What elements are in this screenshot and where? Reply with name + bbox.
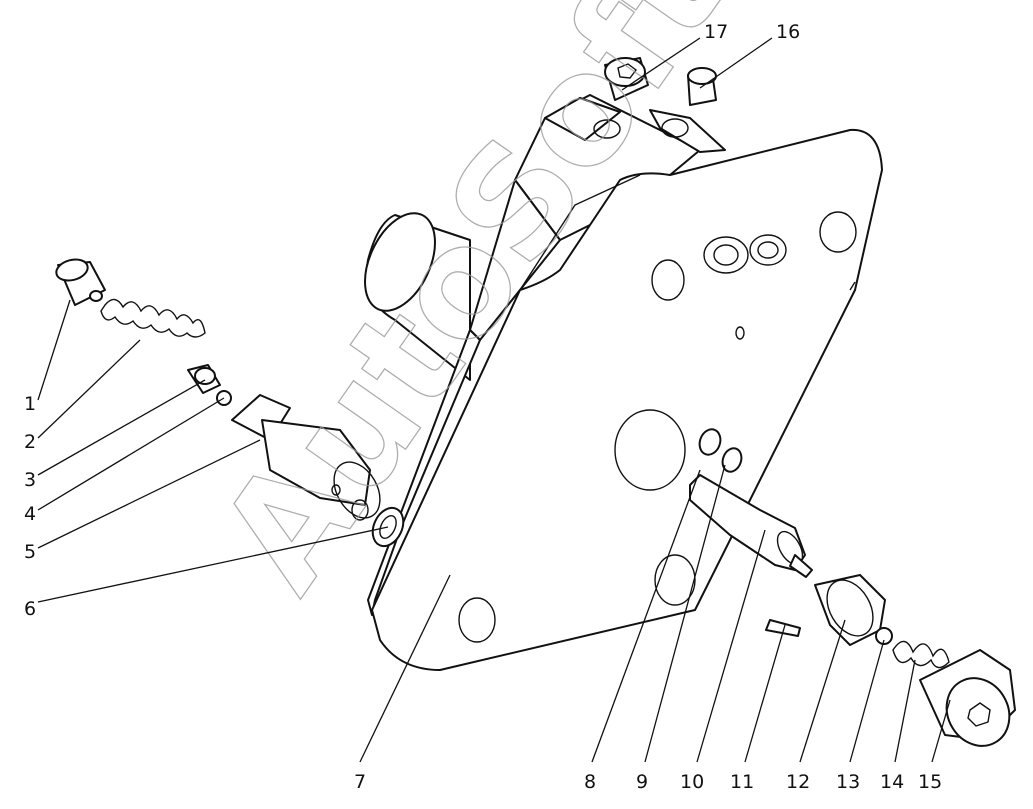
callout-11: 11	[730, 771, 754, 793]
callout-numbers: 1 2 3 4 5 6 7 8 9 10 11 12 13 14 15 16 1…	[24, 21, 942, 793]
callout-3: 3	[24, 469, 36, 491]
pin	[765, 619, 801, 637]
callout-8: 8	[584, 771, 596, 793]
callout-1: 1	[24, 393, 36, 415]
o-rings-right	[698, 428, 743, 473]
callout-17: 17	[704, 21, 728, 43]
callout-9: 9	[636, 771, 648, 793]
adjusting-screw	[55, 258, 106, 306]
callout-12: 12	[786, 771, 810, 793]
spring-right	[892, 640, 950, 669]
callout-13: 13	[836, 771, 860, 793]
callout-16: 16	[776, 21, 800, 43]
callout-5: 5	[24, 541, 36, 563]
callout-6: 6	[24, 598, 36, 620]
leader-lines	[37, 37, 951, 763]
spool	[689, 474, 813, 578]
retainer	[814, 574, 886, 646]
callout-4: 4	[24, 503, 36, 525]
plug-top-small	[687, 67, 717, 106]
plug-top-large	[604, 57, 649, 101]
callout-10: 10	[680, 771, 704, 793]
valve-seat-nut	[231, 394, 381, 521]
callout-14: 14	[880, 771, 904, 793]
callout-2: 2	[24, 431, 36, 453]
ball-right	[875, 627, 893, 645]
callout-15: 15	[918, 771, 942, 793]
valve-body-housing	[364, 94, 883, 671]
callout-7: 7	[354, 771, 366, 793]
spring-left	[100, 298, 221, 394]
plug-screw	[919, 649, 1016, 747]
